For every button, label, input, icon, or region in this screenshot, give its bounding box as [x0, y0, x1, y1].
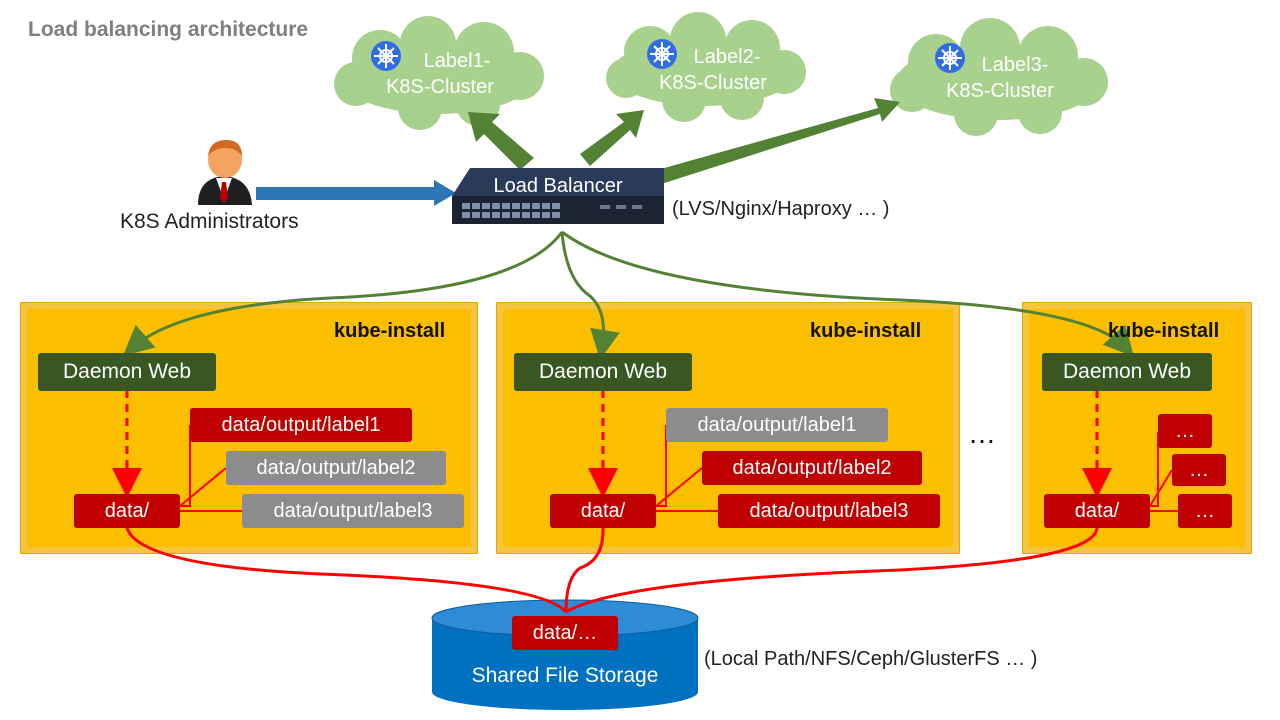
cluster-label3-line1: Label3- — [981, 54, 1049, 76]
load-balancer-label: Load Balancer — [493, 175, 623, 197]
storage-data-tag: data/… — [512, 616, 618, 650]
output-label2: data/output/label2 — [702, 451, 922, 485]
load-balancer-switch — [452, 168, 664, 224]
kubernetes-icon — [371, 41, 401, 71]
daemon-links — [122, 230, 1135, 360]
output-label3: data/output/label3 — [242, 494, 464, 528]
daemon-to-data — [112, 390, 1112, 498]
cluster-label1-line1: Label1- — [423, 50, 491, 72]
output-label1: data/output/label1 — [666, 408, 888, 442]
panel-title: kube-install — [1108, 320, 1220, 342]
data-folder: data/ — [74, 494, 180, 528]
storage-note: (Local Path/NFS/Ceph/GlusterFS … ) — [704, 648, 1038, 670]
admin-label: K8S Administrators — [120, 210, 299, 233]
output-label1: data/output/label1 — [190, 408, 412, 442]
data-to-storage — [125, 527, 1099, 614]
daemon-web-button[interactable]: Daemon Web — [38, 353, 216, 391]
output-ellipsis-3: … — [1178, 494, 1232, 528]
output-ellipsis-1: … — [1158, 414, 1212, 448]
admin-arrow — [256, 180, 456, 206]
cluster-label3-line2: K8S-Cluster — [946, 80, 1054, 102]
data-folder: data/ — [550, 494, 656, 528]
daemon-web-button[interactable]: Daemon Web — [1042, 353, 1212, 391]
cluster-label2-line2: K8S-Cluster — [659, 72, 767, 94]
panel-title: kube-install — [810, 320, 922, 342]
output-label3: data/output/label3 — [718, 494, 940, 528]
kubernetes-icon — [935, 43, 965, 73]
panel-title: kube-install — [334, 320, 446, 342]
administrator-icon — [198, 140, 252, 205]
cluster-label1: Label1- K8S-Cluster — [350, 48, 530, 100]
output-ellipsis-2: … — [1172, 454, 1226, 486]
data-to-outputs — [179, 425, 1178, 512]
cluster-label1-line2: K8S-Cluster — [386, 76, 494, 98]
storage-label: Shared File Storage — [471, 664, 659, 687]
page-title: Load balancing architecture — [28, 18, 309, 41]
cluster-arrows — [468, 98, 900, 186]
load-balancer-note: (LVS/Nginx/Haproxy … ) — [672, 198, 890, 220]
daemon-web-button[interactable]: Daemon Web — [514, 353, 692, 391]
cluster-label2: Label2- K8S-Cluster — [628, 44, 798, 96]
cluster-label3: Label3- K8S-Cluster — [914, 52, 1086, 104]
output-label2: data/output/label2 — [226, 451, 446, 485]
data-folder: data/ — [1044, 494, 1150, 528]
cluster-label2-line1: Label2- — [693, 46, 761, 68]
kubernetes-icon — [647, 39, 677, 69]
more-panels-ellipsis: … — [968, 418, 998, 449]
